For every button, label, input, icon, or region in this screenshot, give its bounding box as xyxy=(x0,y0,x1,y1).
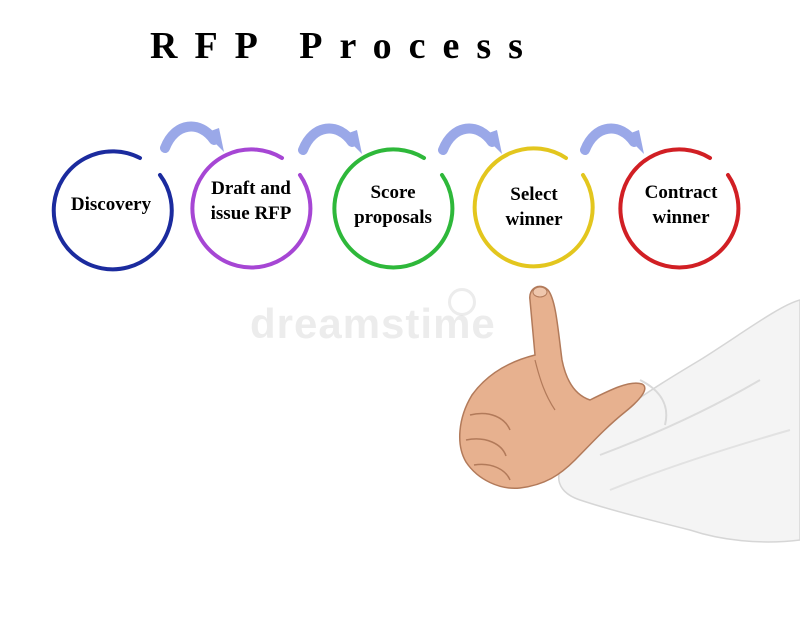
arrow-head-icon xyxy=(343,130,362,154)
arrow-head-icon xyxy=(483,130,502,154)
arrow-head-icon xyxy=(625,130,644,154)
watermark-logo-icon xyxy=(448,288,476,316)
step-label-select: Select winner xyxy=(505,184,563,230)
step-label-score: Score proposals xyxy=(354,182,432,228)
step-circle-draft xyxy=(190,147,313,270)
step-circle-contract xyxy=(618,147,741,270)
diagram-title: RFP Process xyxy=(150,25,540,67)
step-circle-score xyxy=(332,147,455,270)
step-label-discovery: Discovery xyxy=(70,194,152,215)
arrow-head-icon xyxy=(205,128,224,152)
step-label-draft: Draft and issue RFP xyxy=(210,178,292,224)
step-label-contract: Contract winner xyxy=(644,182,718,228)
hand xyxy=(459,285,646,489)
step-circle-discovery xyxy=(51,149,174,272)
step-circle-select xyxy=(472,146,595,269)
